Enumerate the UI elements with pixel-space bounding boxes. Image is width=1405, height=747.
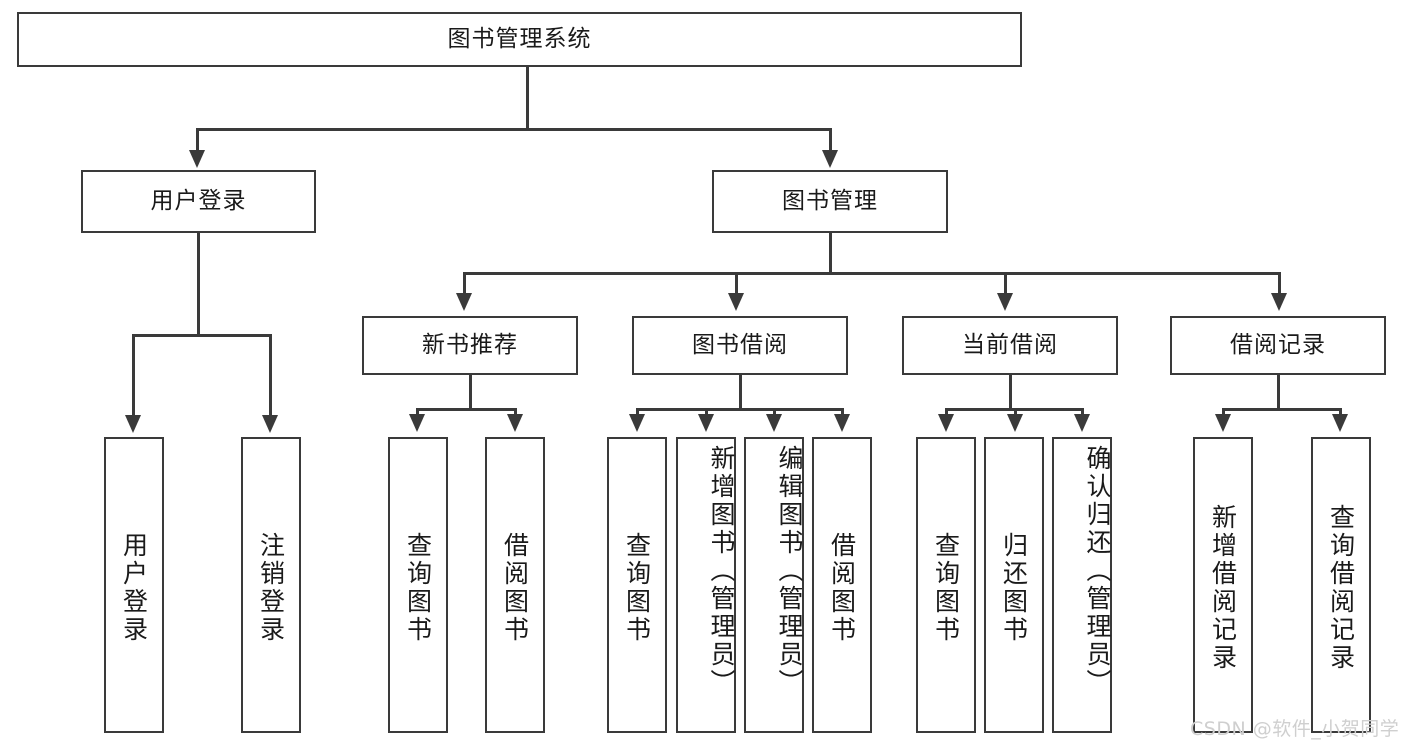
node-label: 编辑图书（管理员） (775, 445, 804, 697)
leaf-edit-book-admin[interactable]: 编辑图书（管理员） (744, 437, 804, 733)
connector-to-new-book (463, 272, 466, 296)
csdn-watermark: CSDN @软件_小贺同学 (1190, 718, 1400, 740)
arrowhead-book-borrow (728, 293, 744, 311)
arrowhead-borrow-record-leaf-2 (1332, 414, 1348, 432)
leaf-confirm-return-admin[interactable]: 确认归还（管理员） (1052, 437, 1112, 733)
arrowhead-new-book (456, 293, 472, 311)
connector-to-current-borrow (1004, 272, 1007, 296)
connector-user-login-drop-1 (132, 334, 135, 418)
arrowhead-leaf-user-login-2 (262, 415, 278, 433)
connector-current-borrow-stem (1009, 375, 1012, 409)
node-label: 用户登录 (119, 532, 149, 644)
leaf-add-book-admin[interactable]: 新增图书（管理员） (676, 437, 736, 733)
connector-new-book-bus (417, 408, 516, 411)
connector-book-manage-stem (829, 233, 832, 273)
node-label: 图书借阅 (692, 331, 788, 358)
arrowhead-book-borrow-leaf-2 (698, 414, 714, 432)
arrowhead-book-borrow-leaf-1 (629, 414, 645, 432)
arrowhead-current-borrow-leaf-3 (1074, 414, 1090, 432)
connector-user-login-drop-2 (269, 334, 272, 418)
node-current-borrow[interactable]: 当前借阅 (902, 316, 1118, 375)
leaf-return-book[interactable]: 归还图书 (984, 437, 1044, 733)
arrowhead-book-borrow-leaf-4 (834, 414, 850, 432)
node-root-library-system[interactable]: 图书管理系统 (17, 12, 1022, 67)
node-label: 查询图书 (403, 532, 433, 644)
connector-borrow-record-stem (1277, 375, 1280, 409)
leaf-add-borrow-record[interactable]: 新增借阅记录 (1193, 437, 1253, 733)
leaf-query-book-current[interactable]: 查询图书 (916, 437, 976, 733)
connector-root-bus (197, 128, 831, 131)
arrowhead-book-manage (822, 150, 838, 168)
arrowhead-current-borrow-leaf-1 (938, 414, 954, 432)
arrowhead-book-borrow-leaf-3 (766, 414, 782, 432)
node-label: 新增借阅记录 (1208, 504, 1238, 672)
arrowhead-new-book-leaf-2 (507, 414, 523, 432)
node-label: 图书管理系统 (447, 25, 592, 52)
arrowhead-current-borrow (997, 293, 1013, 311)
connector-user-login-bus (133, 334, 271, 337)
node-borrow-record[interactable]: 借阅记录 (1170, 316, 1386, 375)
leaf-query-borrow-record[interactable]: 查询借阅记录 (1311, 437, 1371, 733)
arrowhead-current-borrow-leaf-2 (1007, 414, 1023, 432)
connector-book-manage-bus (464, 272, 1280, 275)
node-label: 图书管理 (782, 187, 878, 214)
node-new-book-recommend[interactable]: 新书推荐 (362, 316, 578, 375)
connector-root-stem (526, 67, 529, 129)
leaf-query-book-borrow[interactable]: 查询图书 (607, 437, 667, 733)
node-label: 查询图书 (622, 532, 652, 644)
node-label: 新书推荐 (422, 331, 518, 358)
connector-new-book-stem (469, 375, 472, 409)
node-label: 借阅图书 (827, 532, 857, 644)
node-label: 确认归还（管理员） (1083, 445, 1112, 697)
node-label: 当前借阅 (962, 331, 1058, 358)
connector-borrow-record-bus (1223, 408, 1341, 411)
node-label: 用户登录 (150, 187, 247, 214)
node-label: 查询图书 (931, 532, 961, 644)
node-label: 借阅图书 (500, 532, 530, 644)
connector-user-login-stem (197, 233, 200, 335)
node-book-borrow[interactable]: 图书借阅 (632, 316, 848, 375)
node-label: 归还图书 (999, 532, 1029, 644)
leaf-borrow-book-recommend[interactable]: 借阅图书 (485, 437, 545, 733)
node-label: 借阅记录 (1230, 331, 1326, 358)
arrowhead-user-login (189, 150, 205, 168)
leaf-borrow-book[interactable]: 借阅图书 (812, 437, 872, 733)
node-label: 查询借阅记录 (1326, 504, 1356, 672)
connector-book-borrow-bus (637, 408, 843, 411)
node-book-management[interactable]: 图书管理 (712, 170, 948, 233)
leaf-user-login[interactable]: 用户登录 (104, 437, 164, 733)
arrowhead-leaf-user-login-1 (125, 415, 141, 433)
arrowhead-borrow-record-leaf-1 (1215, 414, 1231, 432)
connector-root-to-book-manage (829, 128, 832, 152)
connector-root-to-user-login (196, 128, 199, 152)
arrowhead-borrow-record (1271, 293, 1287, 311)
node-label: 注销登录 (256, 532, 286, 644)
connector-to-book-borrow (735, 272, 738, 296)
connector-to-borrow-record (1278, 272, 1281, 296)
node-user-login[interactable]: 用户登录 (81, 170, 316, 233)
arrowhead-new-book-leaf-1 (409, 414, 425, 432)
node-label: 新增图书（管理员） (707, 445, 736, 697)
leaf-query-book-recommend[interactable]: 查询图书 (388, 437, 448, 733)
leaf-logout[interactable]: 注销登录 (241, 437, 301, 733)
connector-book-borrow-stem (739, 375, 742, 409)
